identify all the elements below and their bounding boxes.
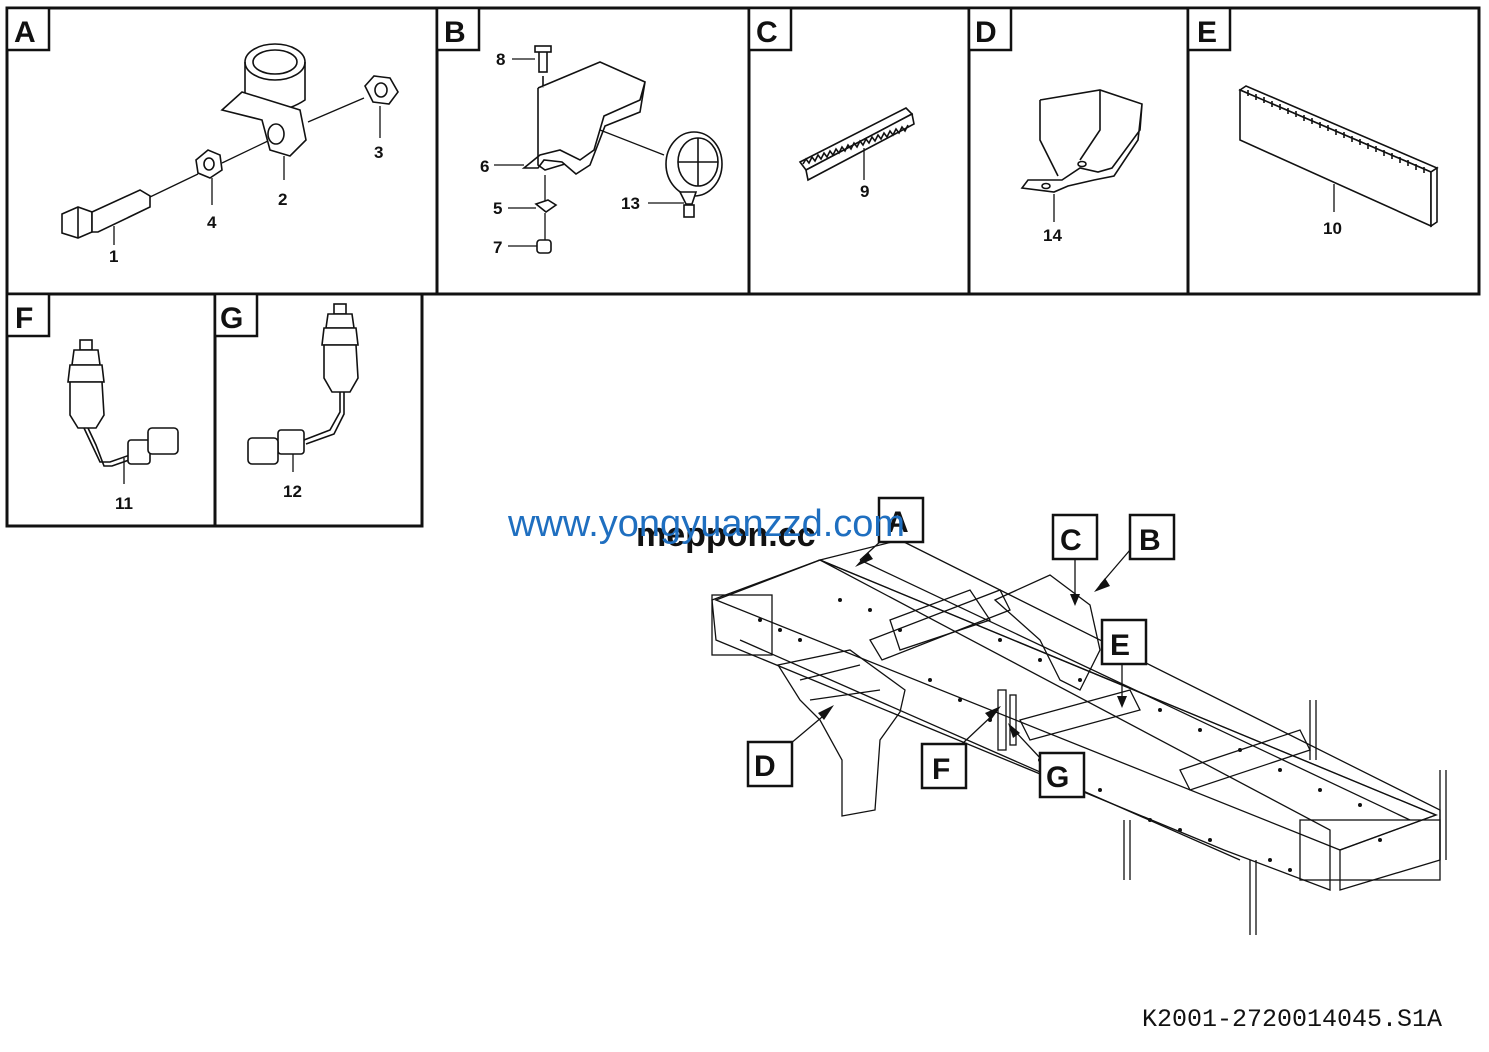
svg-text:A: A bbox=[887, 506, 909, 539]
sensor-harness-12 bbox=[247, 303, 359, 472]
callout-e: E bbox=[1100, 618, 1148, 708]
mudguard-bracket-part bbox=[1020, 89, 1143, 222]
panel-g: G bbox=[213, 292, 424, 528]
callout-g: G bbox=[1008, 723, 1086, 799]
chassis-frame-illustration bbox=[711, 539, 1447, 935]
nut-part bbox=[364, 75, 399, 138]
part-number-5: 5 bbox=[493, 199, 502, 218]
panel-b-label: B bbox=[444, 16, 466, 49]
watermark-url: www.yongyuanzzd.com bbox=[507, 503, 905, 545]
part-number-4: 4 bbox=[207, 213, 217, 232]
svg-text:D: D bbox=[754, 750, 776, 783]
rubber-strip-part bbox=[798, 107, 915, 182]
panel-a-label: A bbox=[14, 16, 36, 49]
svg-text:B: B bbox=[1139, 524, 1161, 557]
svg-text:E: E bbox=[1110, 629, 1130, 662]
panel-f-label: F bbox=[15, 302, 33, 335]
part-number-7: 7 bbox=[493, 238, 502, 257]
mudflap-strip-part bbox=[1238, 85, 1439, 228]
part-number-12: 12 bbox=[283, 482, 302, 501]
part-number-11: 11 bbox=[115, 494, 133, 513]
sensor-harness-11 bbox=[67, 339, 179, 484]
callout-c: C bbox=[1051, 513, 1099, 606]
clamp-bracket-part bbox=[220, 43, 365, 180]
part-number-14: 14 bbox=[1043, 226, 1062, 245]
bolt-part bbox=[61, 173, 199, 245]
panel-g-label: G bbox=[220, 302, 243, 335]
callout-b: B bbox=[1094, 513, 1176, 592]
part-number-3: 3 bbox=[374, 143, 383, 162]
callout-f: F bbox=[920, 706, 1001, 790]
drawing-code: K2001-2720014045.S1A bbox=[1142, 1005, 1442, 1034]
part-number-8: 8 bbox=[496, 50, 505, 69]
part-number-1: 1 bbox=[109, 247, 118, 266]
svg-text:F: F bbox=[932, 753, 950, 786]
part-number-13: 13 bbox=[621, 194, 640, 213]
panel-f: F bbox=[5, 292, 217, 528]
svg-text:C: C bbox=[1060, 524, 1082, 557]
panel-e: E bbox=[1186, 6, 1481, 296]
part-number-2: 2 bbox=[278, 190, 287, 209]
part-number-6: 6 bbox=[480, 157, 489, 176]
panel-d-label: D bbox=[975, 16, 997, 49]
part-number-10: 10 bbox=[1323, 219, 1342, 238]
panel-c-label: C bbox=[756, 16, 778, 49]
panel-d: D bbox=[967, 6, 1190, 296]
lamp-bracket-assembly bbox=[494, 45, 723, 254]
callout-a: A bbox=[855, 496, 925, 567]
washer-part bbox=[195, 139, 271, 205]
watermark-site: meppon.cc bbox=[636, 516, 815, 554]
callout-d: D bbox=[746, 705, 834, 788]
part-number-9: 9 bbox=[860, 182, 869, 201]
panel-e-label: E bbox=[1197, 16, 1217, 49]
panel-a: A bbox=[5, 6, 439, 296]
svg-text:G: G bbox=[1046, 761, 1069, 794]
